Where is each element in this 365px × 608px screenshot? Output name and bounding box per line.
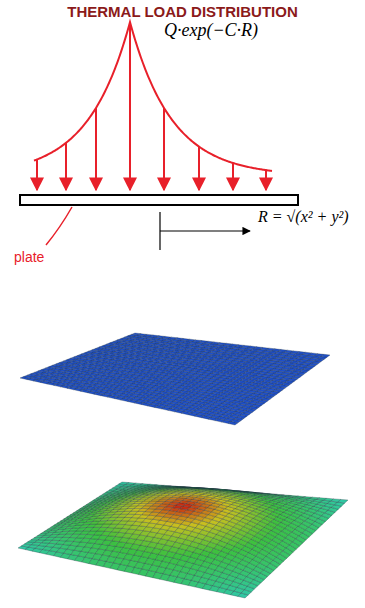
mesh-cell bbox=[321, 354, 330, 357]
leader-line bbox=[46, 207, 72, 245]
load-curve bbox=[34, 22, 272, 171]
load-arrow bbox=[95, 108, 97, 190]
flat-mesh bbox=[20, 333, 330, 425]
load-arrow bbox=[232, 163, 234, 190]
load-arrow bbox=[65, 143, 67, 190]
plate-section bbox=[20, 195, 298, 205]
load-arrow bbox=[129, 22, 131, 190]
load-arrow bbox=[265, 170, 267, 190]
deformed-mesh bbox=[18, 482, 348, 598]
load-arrow bbox=[198, 147, 200, 190]
load-curve bbox=[34, 22, 272, 190]
load-arrow bbox=[163, 108, 165, 190]
load-arrow bbox=[36, 159, 38, 190]
radius-arrow bbox=[160, 230, 250, 231]
